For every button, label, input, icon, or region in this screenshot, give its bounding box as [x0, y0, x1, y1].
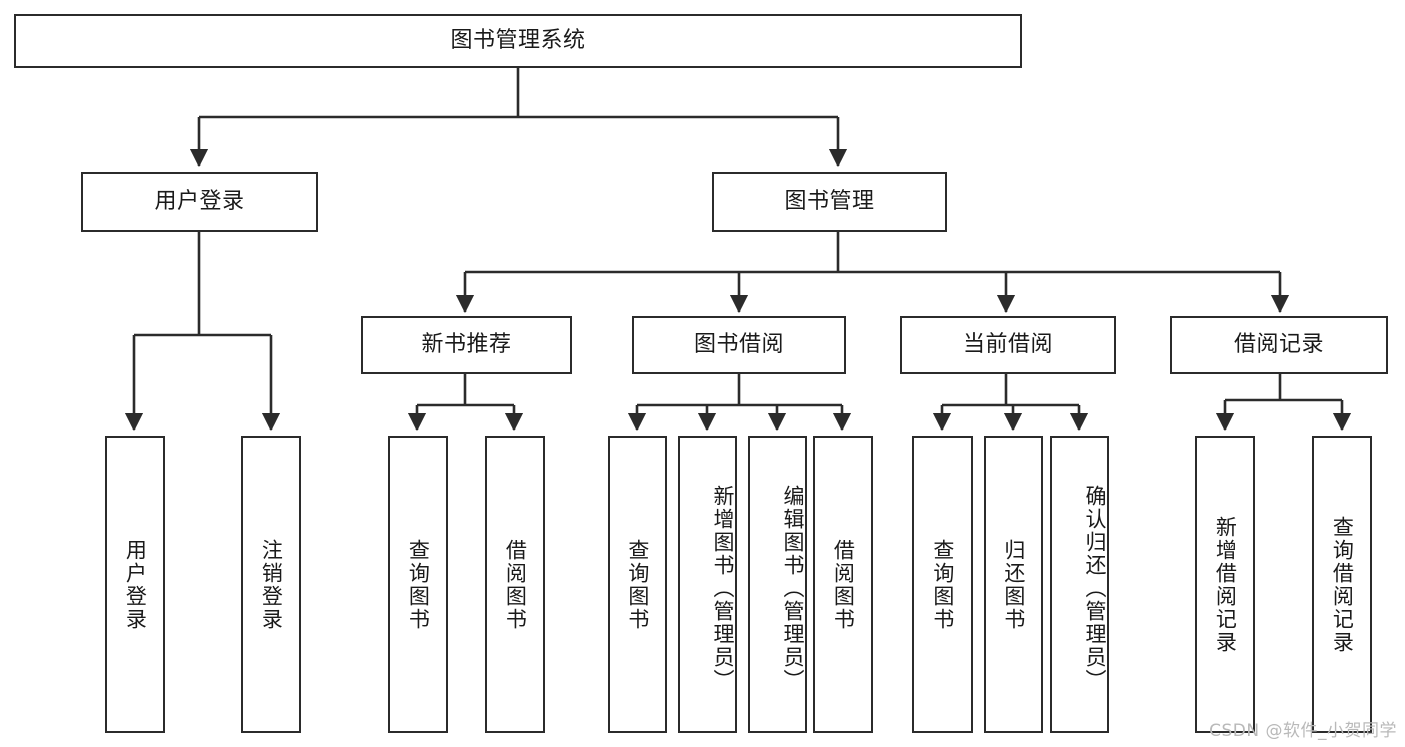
node-leaf-query-book-2[interactable]: 查询图书 — [608, 436, 667, 733]
node-leaf-return-book[interactable]: 归还图书 — [984, 436, 1043, 733]
node-leaf-query-record-label: 查询借阅记录 — [1330, 515, 1355, 654]
node-leaf-query-book-1-label: 查询图书 — [406, 538, 431, 631]
node-leaf-borrow-book-2-label: 借阅图书 — [831, 538, 856, 631]
node-borrow-record-label: 借阅记录 — [1233, 332, 1324, 358]
node-leaf-query-book-3-label: 查询图书 — [930, 538, 955, 631]
node-leaf-edit-book[interactable]: 编辑图书（管理员） — [748, 436, 807, 733]
node-user-login[interactable]: 用户登录 — [81, 172, 318, 232]
node-current-borrow[interactable]: 当前借阅 — [900, 316, 1116, 374]
node-book-borrow[interactable]: 图书借阅 — [632, 316, 846, 374]
node-book-borrow-label: 图书借阅 — [693, 332, 784, 358]
node-leaf-confirm-return-label: 确认归还（管理员） — [1083, 485, 1107, 692]
node-leaf-borrow-book-2[interactable]: 借阅图书 — [813, 436, 873, 733]
node-leaf-add-book[interactable]: 新增图书（管理员） — [678, 436, 737, 733]
node-leaf-user-logout[interactable]: 注销登录 — [241, 436, 301, 733]
node-leaf-user-login[interactable]: 用户登录 — [105, 436, 165, 733]
node-leaf-add-record-label: 新增借阅记录 — [1213, 515, 1238, 654]
node-leaf-query-book-3[interactable]: 查询图书 — [912, 436, 973, 733]
node-leaf-borrow-book-1[interactable]: 借阅图书 — [485, 436, 545, 733]
node-root[interactable]: 图书管理系统 — [14, 14, 1022, 68]
node-current-borrow-label: 当前借阅 — [962, 332, 1053, 358]
node-leaf-user-login-label: 用户登录 — [123, 538, 148, 631]
node-leaf-query-book-1[interactable]: 查询图书 — [388, 436, 448, 733]
node-root-label: 图书管理系统 — [450, 28, 586, 54]
node-leaf-user-logout-label: 注销登录 — [259, 538, 284, 631]
node-book-manage-label: 图书管理 — [784, 189, 875, 215]
node-leaf-query-record[interactable]: 查询借阅记录 — [1312, 436, 1372, 733]
watermark: CSDN @软件_小贺同学 — [1209, 721, 1397, 741]
node-book-manage[interactable]: 图书管理 — [712, 172, 947, 232]
node-leaf-query-book-2-label: 查询图书 — [625, 538, 650, 631]
node-leaf-edit-book-label: 编辑图书（管理员） — [781, 485, 805, 692]
node-leaf-return-book-label: 归还图书 — [1001, 538, 1026, 631]
node-leaf-add-record[interactable]: 新增借阅记录 — [1195, 436, 1255, 733]
node-user-login-label: 用户登录 — [154, 189, 245, 215]
node-borrow-record[interactable]: 借阅记录 — [1170, 316, 1388, 374]
node-new-book-recommend[interactable]: 新书推荐 — [361, 316, 572, 374]
node-leaf-borrow-book-1-label: 借阅图书 — [503, 538, 528, 631]
node-leaf-add-book-label: 新增图书（管理员） — [711, 485, 735, 692]
node-leaf-confirm-return[interactable]: 确认归还（管理员） — [1050, 436, 1109, 733]
node-new-book-recommend-label: 新书推荐 — [421, 332, 512, 358]
